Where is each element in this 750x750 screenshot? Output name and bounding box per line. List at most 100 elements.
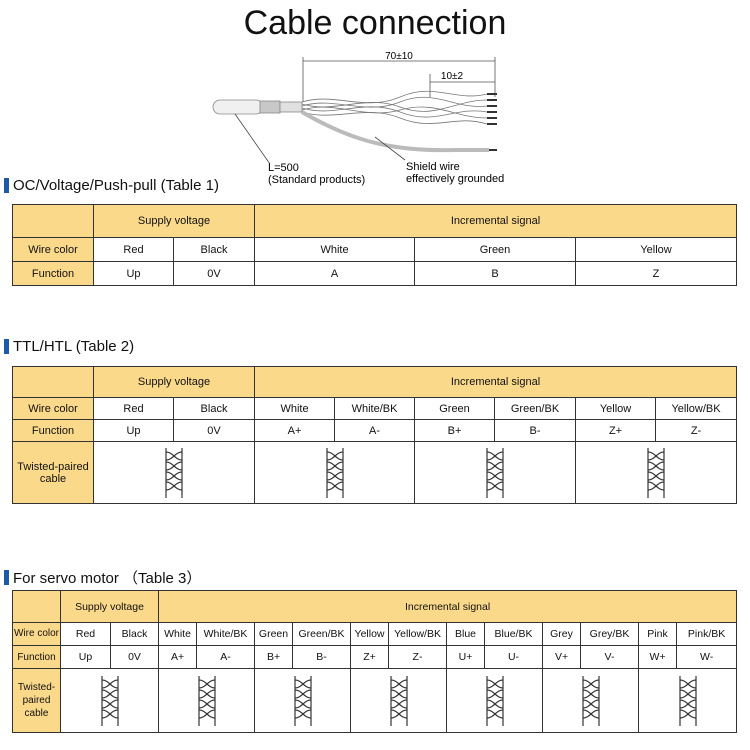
table3-function-cell: A+ <box>158 645 198 669</box>
table3-heading: For servo motor （Table 3） <box>4 567 201 588</box>
table1-wire-cell: Red <box>93 237 174 262</box>
twisted-pair-icon <box>486 447 504 498</box>
table3-function-label: Function <box>12 645 61 669</box>
twisted-pair-icon <box>581 675 600 726</box>
table1-heading: OC/Voltage/Push-pull (Table 1) <box>4 177 219 194</box>
table3-wire-cell: Blue <box>446 622 486 646</box>
table3-function-cell: Up <box>60 645 111 669</box>
dim-total-label: 70±10 <box>385 52 413 62</box>
table1-function-cell: 0V <box>172 261 256 286</box>
table3: Supply voltage Incremental signal Wire c… <box>12 590 738 733</box>
table3-twisted-cell <box>446 668 544 733</box>
section-marker <box>4 339 9 354</box>
table2-wire-cell: White <box>254 397 336 420</box>
table2-supply-header: Supply voltage <box>92 366 256 398</box>
table3-function-cell: W- <box>676 645 738 669</box>
twisted-pair-icon <box>293 675 312 726</box>
section-marker <box>4 570 9 585</box>
table2-twisted-cell <box>575 441 738 504</box>
table3-function-cell: U+ <box>446 645 486 669</box>
twisted-pair-icon <box>197 675 216 726</box>
table3-function-cell: V- <box>580 645 640 669</box>
table3-corner <box>12 590 61 623</box>
table1-wire-label: Wire color <box>12 237 94 262</box>
table1-function-cell: Up <box>93 261 174 286</box>
twisted-pair-icon <box>100 675 119 726</box>
table3-twisted-cell <box>254 668 352 733</box>
table1-function-cell: Z <box>575 261 738 286</box>
shield-label: Shield wire <box>406 161 460 173</box>
table3-twisted-label: Twisted-paired cable <box>12 668 61 733</box>
table2-heading-text: TTL/HTL (Table 2) <box>13 338 135 355</box>
twisted-pair-icon <box>485 675 504 726</box>
table3-twisted-cell <box>350 668 448 733</box>
table2-heading: TTL/HTL (Table 2) <box>4 338 134 355</box>
table1-supply-header: Supply voltage <box>92 204 256 238</box>
table2-wire-cell: Yellow/BK <box>655 397 738 420</box>
table3-wire-cell: Grey/BK <box>580 622 640 646</box>
table2-function-cell: Z+ <box>575 419 657 442</box>
table2-wire-cell: Green/BK <box>494 397 577 420</box>
table2-function-cell: A+ <box>254 419 336 442</box>
table2-wire-label: Wire color <box>12 397 94 420</box>
table3-wire-cell: Pink/BK <box>676 622 738 646</box>
table2: Supply voltage Incremental signal Wire c… <box>12 366 738 504</box>
table3-function-cell: Z+ <box>350 645 390 669</box>
table3-wire-cell: Yellow <box>350 622 390 646</box>
table2-function-cell: A- <box>334 419 416 442</box>
table2-twisted-cell <box>92 441 256 504</box>
table3-wire-label: Wire color <box>12 622 61 646</box>
table2-twisted-cell <box>254 441 416 504</box>
length-label: L=500 <box>268 162 299 174</box>
section-marker <box>4 178 9 193</box>
table3-wire-cell: Green/BK <box>292 622 352 646</box>
table3-function-cell: 0V <box>109 645 160 669</box>
table2-wire-cell: Yellow <box>575 397 657 420</box>
table2-wire-cell: Black <box>172 397 256 420</box>
cable-diagram: 70±10 10±2 L=500 (Standard products) Shi… <box>212 52 504 186</box>
table3-function-cell: V+ <box>542 645 582 669</box>
table1-wire-cell: White <box>254 237 416 262</box>
table2-function-cell: B- <box>494 419 577 442</box>
table2-wire-cell: Green <box>414 397 496 420</box>
table1-wire-cell: Green <box>414 237 577 262</box>
table1-wire-cell: Black <box>172 237 256 262</box>
twisted-pair-icon <box>165 447 183 498</box>
table3-wire-cell: Yellow/BK <box>388 622 448 646</box>
table3-function-cell: B- <box>292 645 352 669</box>
table2-function-cell: 0V <box>172 419 256 442</box>
table3-twisted-cell <box>542 668 640 733</box>
table3-twisted-cell <box>59 668 160 733</box>
table1-heading-text: OC/Voltage/Push-pull (Table 1) <box>13 177 219 194</box>
table1-wire-cell: Yellow <box>575 237 738 262</box>
table3-function-cell: U- <box>484 645 544 669</box>
table1-signal-header: Incremental signal <box>254 204 738 238</box>
table2-function-cell: Up <box>93 419 174 442</box>
table1: Supply voltage Incremental signal Wire c… <box>12 204 738 286</box>
table2-corner <box>12 366 94 398</box>
page-title: Cable connection <box>243 4 507 42</box>
table3-heading-text: For servo motor （Table 3） <box>13 570 202 587</box>
table2-twisted-cell <box>414 441 577 504</box>
table1-corner <box>12 204 94 238</box>
table2-signal-header: Incremental signal <box>254 366 738 398</box>
table2-wire-cell: White/BK <box>334 397 416 420</box>
table3-twisted-cell <box>158 668 256 733</box>
table3-wire-cell: Red <box>60 622 111 646</box>
twisted-pair-icon <box>647 447 665 498</box>
table3-supply-header: Supply voltage <box>59 590 160 623</box>
table3-function-cell: Z- <box>388 645 448 669</box>
table3-function-cell: A- <box>196 645 256 669</box>
dim-strip-label: 10±2 <box>441 71 464 82</box>
shield-note: effectively grounded <box>406 173 504 185</box>
table2-wire-cell: Red <box>93 397 174 420</box>
table3-wire-cell: Grey <box>542 622 582 646</box>
table3-wire-cell: Green <box>254 622 294 646</box>
table2-function-cell: Z- <box>655 419 738 442</box>
table2-function-label: Function <box>12 419 94 442</box>
table3-wire-cell: White <box>158 622 198 646</box>
table3-wire-cell: Pink <box>638 622 678 646</box>
table1-function-cell: B <box>414 261 577 286</box>
table3-signal-header: Incremental signal <box>158 590 738 623</box>
table3-twisted-cell <box>638 668 738 733</box>
